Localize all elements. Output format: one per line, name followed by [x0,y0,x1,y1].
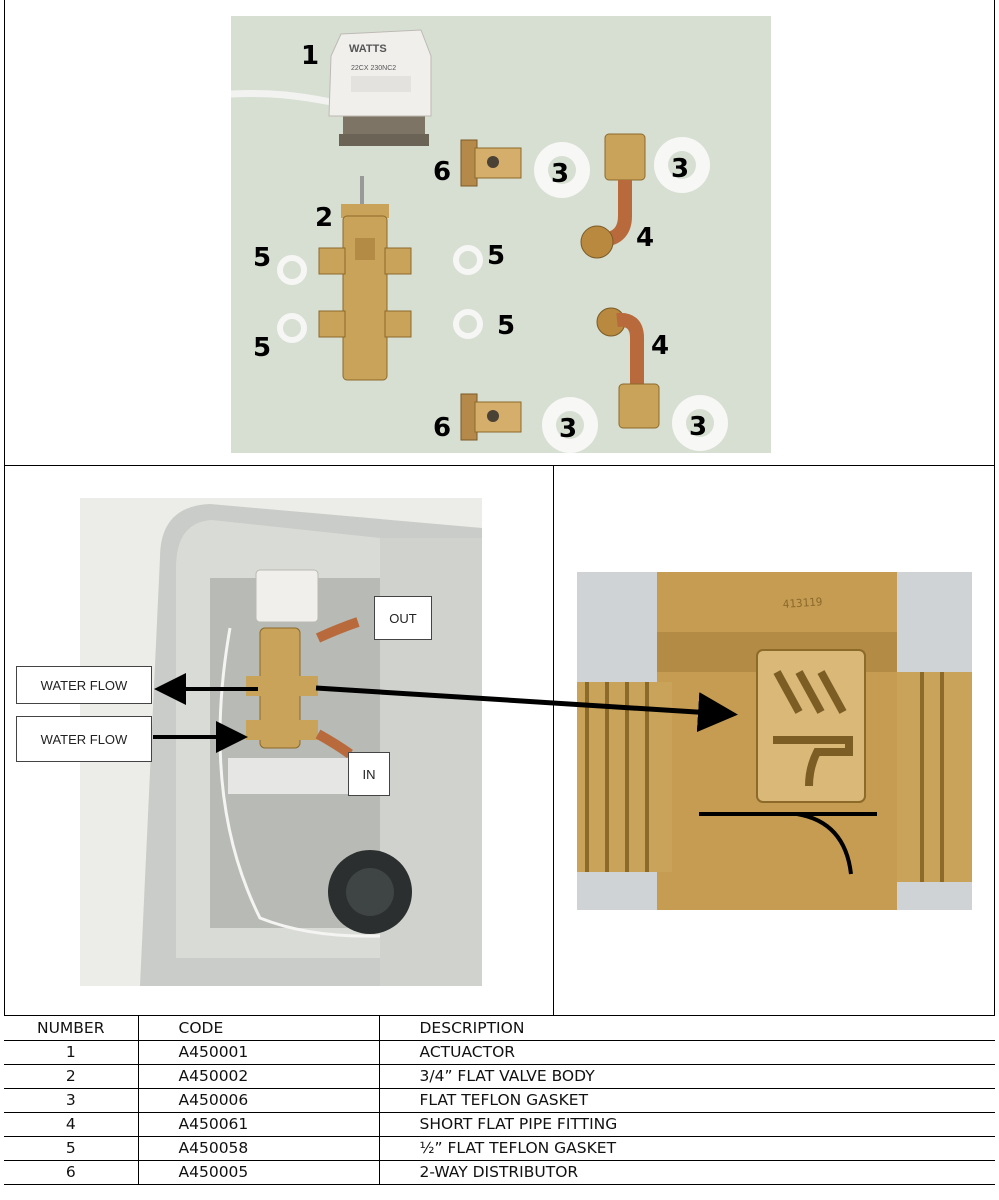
table-row: 2 A450002 3/4” FLAT VALVE BODY [4,1064,995,1089]
pipe-fitting-images [580,133,660,429]
row-code: A450001 [138,1040,380,1065]
table-row: 6 A450005 2-WAY DISTRIBUTOR [4,1160,995,1185]
small-gaskets-image [277,245,483,343]
label-4b: 4 [651,331,669,361]
table-row: 5 A450058 ½” FLAT TEFLON GASKET [4,1136,995,1161]
label-1: 1 [301,41,319,71]
table-row: 3 A450006 FLAT TEFLON GASKET [4,1088,995,1113]
row-description: 3/4” FLAT VALVE BODY [379,1064,995,1089]
header-code: CODE [138,1016,380,1041]
out-label: OUT [374,596,432,640]
row-number: 5 [4,1136,139,1161]
table-row: 4 A450061 SHORT FLAT PIPE FITTING [4,1112,995,1137]
part-number-labels: 1 2 3 3 3 3 4 4 5 5 5 5 6 6 [253,41,707,444]
label-5c: 5 [487,241,505,271]
actuator-model: 22CX 230NC2 [351,65,396,72]
section-divider [553,466,554,1016]
table-row: 1 A450001 ACTUACTOR [4,1040,995,1065]
row-description: ACTUACTOR [379,1040,995,1065]
row-number: 3 [4,1088,139,1113]
label-3d: 3 [689,412,707,442]
label-3a: 3 [551,159,569,189]
label-3b: 3 [671,154,689,184]
row-number: 1 [4,1040,139,1065]
row-code: A450061 [138,1112,380,1137]
in-label: IN [348,752,390,796]
label-2: 2 [315,203,333,233]
parts-table: NUMBER CODE DESCRIPTION 1 A450001 ACTUAC… [4,1016,995,1185]
row-description: 2-WAY DISTRIBUTOR [379,1160,995,1185]
row-code: A450006 [138,1088,380,1113]
label-5b: 5 [253,333,271,363]
row-number: 4 [4,1112,139,1137]
svg-text:413119: 413119 [782,595,823,611]
label-3c: 3 [559,414,577,444]
header-description: DESCRIPTION [379,1016,995,1041]
water-flow-out-label: WATER FLOW [16,666,152,704]
parts-photo: WATTS 22CX 230NC2 [231,16,771,453]
row-code: A450058 [138,1136,380,1161]
label-5a: 5 [253,243,271,273]
label-4a: 4 [636,223,654,253]
parts-section [4,0,995,466]
actuator-image: WATTS 22CX 230NC2 [231,29,432,146]
valve-body-image [318,176,412,381]
label-5d: 5 [497,311,515,341]
row-code: A450002 [138,1064,380,1089]
row-code: A450005 [138,1160,380,1185]
distributor-images [460,139,522,441]
label-6b: 6 [433,413,451,443]
valve-closeup-photo: 413119 [577,572,972,910]
large-gaskets-image [534,137,728,453]
label-6a: 6 [433,157,451,187]
header-number: NUMBER [4,1016,139,1041]
water-flow-in-label: WATER FLOW [16,716,152,762]
actuator-brand: WATTS [349,43,387,55]
table-header-row: NUMBER CODE DESCRIPTION [4,1016,995,1041]
row-description: SHORT FLAT PIPE FITTING [379,1112,995,1137]
row-number: 6 [4,1160,139,1185]
installation-section [4,466,995,1016]
row-description: FLAT TEFLON GASKET [379,1088,995,1113]
row-description: ½” FLAT TEFLON GASKET [379,1136,995,1161]
row-number: 2 [4,1064,139,1089]
